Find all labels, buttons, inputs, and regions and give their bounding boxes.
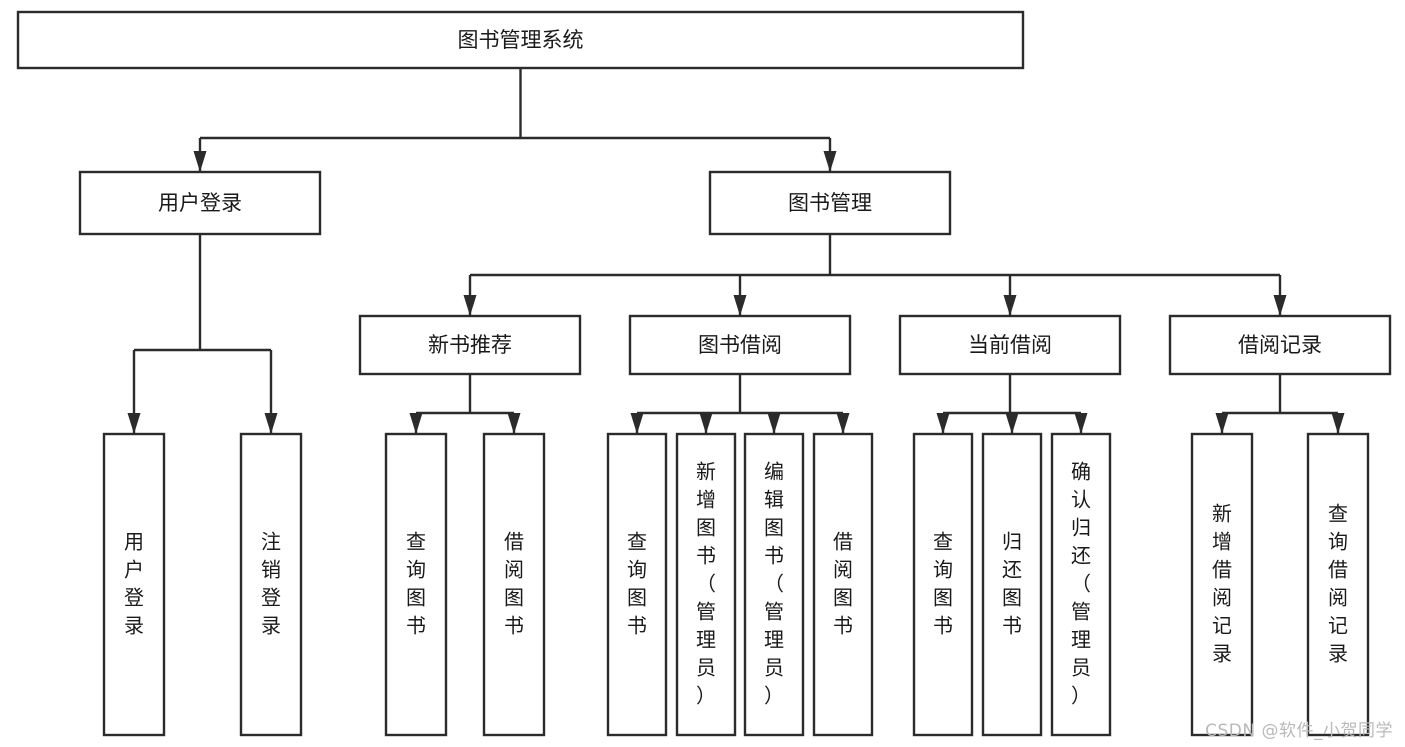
connector-layer [127, 68, 1345, 434]
node-book-manage[interactable]: 图书管理 [708, 170, 952, 236]
node-box-new-book-recommend [358, 314, 582, 376]
node-box-user-login [78, 170, 322, 236]
arrowhead-icon-current-borrow-to-leaf-query-book-current [936, 413, 950, 434]
node-leaf-add-borrow-record[interactable]: 新增借阅记录 [1190, 432, 1254, 737]
arrowhead-icon-book-borrow-to-leaf-edit-book-admin [767, 413, 781, 434]
arrowhead-icon-new-book-recommend-to-leaf-borrow-book-recommend [507, 413, 521, 434]
node-current-borrow[interactable]: 当前借阅 [898, 314, 1122, 376]
node-leaf-user-login[interactable]: 用户登录 [102, 432, 166, 737]
node-label-leaf-confirm-return-admin: 确认归还（管理员） [1071, 459, 1091, 707]
node-label-leaf-user-login: 用户登录 [124, 529, 144, 637]
node-book-borrow[interactable]: 图书借阅 [628, 314, 852, 376]
node-label-leaf-user-logout: 注销登录 [261, 529, 281, 637]
node-box-leaf-add-borrow-record [1190, 432, 1254, 737]
node-box-borrow-record [1168, 314, 1392, 376]
node-label-book-borrow: 图书借阅 [698, 333, 782, 357]
node-label-leaf-query-book-current: 查询图书 [933, 529, 953, 637]
arrowhead-icon-user-login-to-leaf-user-logout [264, 413, 278, 434]
arrowhead-icon-book-borrow-to-leaf-query-book-borrow [630, 413, 644, 434]
arrowhead-icon-new-book-recommend-to-leaf-query-book-recommend [409, 413, 423, 434]
node-box-leaf-user-logout [239, 432, 303, 737]
arrowhead-icon-current-borrow-to-leaf-return-book [1005, 413, 1019, 434]
node-leaf-query-borrow-record[interactable]: 查询借阅记录 [1306, 432, 1370, 737]
node-label-leaf-add-book-admin: 新增图书（管理员） [696, 459, 716, 707]
node-box-root [16, 10, 1025, 70]
node-leaf-query-book-borrow[interactable]: 查询图书 [606, 432, 668, 737]
arrowhead-icon-root-to-user-login [193, 151, 207, 172]
node-box-current-borrow [898, 314, 1122, 376]
node-label-leaf-borrow-book-recommend: 借阅图书 [504, 529, 524, 637]
node-box-leaf-query-book-current [912, 432, 974, 737]
node-label-leaf-query-book-borrow: 查询图书 [627, 529, 647, 637]
node-box-leaf-add-book-admin [675, 432, 737, 737]
node-label-leaf-return-book: 归还图书 [1002, 529, 1022, 637]
node-box-leaf-return-book [981, 432, 1043, 737]
node-box-leaf-edit-book-admin [743, 432, 805, 737]
node-box-book-manage [708, 170, 952, 236]
arrowhead-icon-bookmanage-to-borrow-record [1273, 295, 1287, 316]
node-label-leaf-query-book-recommend: 查询图书 [406, 529, 426, 637]
arrowhead-icon-book-borrow-to-leaf-add-book-admin [699, 413, 713, 434]
node-label-leaf-query-borrow-record: 查询借阅记录 [1328, 501, 1348, 665]
node-label-user-login: 用户登录 [158, 191, 242, 215]
node-label-new-book-recommend: 新书推荐 [428, 333, 512, 357]
node-borrow-record[interactable]: 借阅记录 [1168, 314, 1392, 376]
node-leaf-return-book[interactable]: 归还图书 [981, 432, 1043, 737]
arrowhead-icon-borrow-record-to-leaf-add-borrow-record [1215, 413, 1229, 434]
node-root[interactable]: 图书管理系统 [16, 10, 1025, 70]
node-leaf-borrow-book-recommend[interactable]: 借阅图书 [482, 432, 546, 737]
node-box-book-borrow [628, 314, 852, 376]
arrowhead-icon-book-borrow-to-leaf-borrow-book [836, 413, 850, 434]
arrowhead-icon-bookmanage-to-current-borrow [1003, 295, 1017, 316]
arrowhead-icon-root-to-book-manage [823, 151, 837, 172]
node-layer: 图书管理系统用户登录图书管理新书推荐图书借阅当前借阅借阅记录用户登录注销登录查询… [16, 10, 1392, 737]
node-leaf-query-book-current[interactable]: 查询图书 [912, 432, 974, 737]
arrowhead-icon-borrow-record-to-leaf-query-borrow-record [1331, 413, 1345, 434]
node-box-leaf-query-borrow-record [1306, 432, 1370, 737]
node-box-leaf-query-book-borrow [606, 432, 668, 737]
node-leaf-query-book-recommend[interactable]: 查询图书 [384, 432, 448, 737]
node-box-leaf-user-login [102, 432, 166, 737]
node-label-borrow-record: 借阅记录 [1238, 333, 1322, 357]
node-leaf-user-logout[interactable]: 注销登录 [239, 432, 303, 737]
node-label-current-borrow: 当前借阅 [968, 333, 1052, 357]
node-label-root: 图书管理系统 [458, 28, 584, 52]
node-box-leaf-query-book-recommend [384, 432, 448, 737]
node-box-leaf-confirm-return-admin [1050, 432, 1112, 737]
arrowhead-icon-current-borrow-to-leaf-confirm-return-admin [1074, 413, 1088, 434]
node-label-leaf-add-borrow-record: 新增借阅记录 [1212, 501, 1232, 665]
arrowhead-icon-bookmanage-to-book-borrow [733, 295, 747, 316]
node-label-leaf-borrow-book: 借阅图书 [833, 529, 853, 637]
node-leaf-add-book-admin[interactable]: 新增图书（管理员） [675, 432, 737, 737]
arrowhead-icon-bookmanage-to-new-book-recommend [463, 295, 477, 316]
node-user-login[interactable]: 用户登录 [78, 170, 322, 236]
node-label-leaf-edit-book-admin: 编辑图书（管理员） [764, 459, 784, 707]
node-box-leaf-borrow-book [812, 432, 874, 737]
node-leaf-confirm-return-admin[interactable]: 确认归还（管理员） [1050, 432, 1112, 737]
node-new-book-recommend[interactable]: 新书推荐 [358, 314, 582, 376]
arrowhead-icon-user-login-to-leaf-user-login [127, 413, 141, 434]
node-leaf-edit-book-admin[interactable]: 编辑图书（管理员） [743, 432, 805, 737]
node-box-leaf-borrow-book-recommend [482, 432, 546, 737]
node-leaf-borrow-book[interactable]: 借阅图书 [812, 432, 874, 737]
watermark-text: CSDN @软件_小贺同学 [1205, 721, 1393, 741]
node-label-book-manage: 图书管理 [788, 191, 872, 215]
